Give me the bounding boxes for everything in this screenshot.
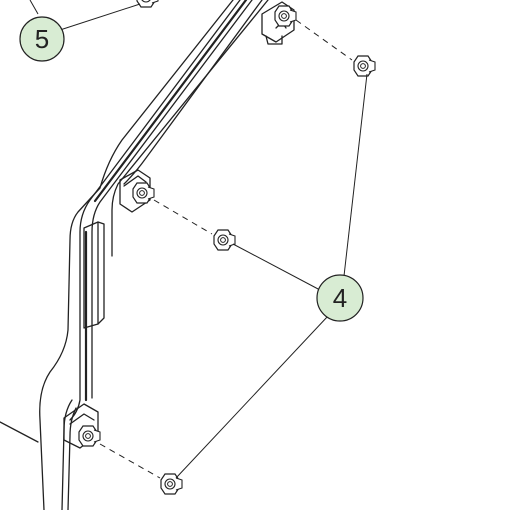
bolt-middle [132, 182, 155, 204]
callout-4: 4 [316, 274, 364, 322]
nut-top-left-partial [136, 0, 159, 8]
bolt-lower [78, 425, 101, 447]
assembly-lines [99, 19, 353, 479]
nut-lower [160, 473, 183, 495]
nut-upper-right [353, 55, 376, 77]
leader-lines [29, 0, 368, 479]
callout-5: 5 [19, 16, 65, 62]
nut-middle [213, 229, 236, 251]
callout-5-label: 5 [35, 24, 49, 54]
panel-bracket [0, 0, 295, 510]
callout-4-label: 4 [333, 283, 347, 313]
